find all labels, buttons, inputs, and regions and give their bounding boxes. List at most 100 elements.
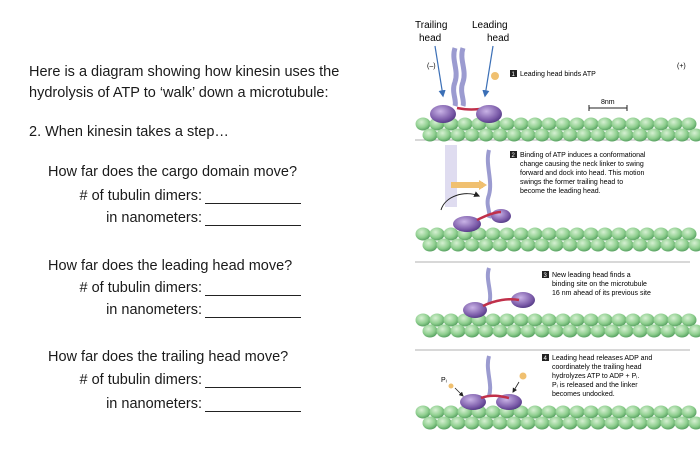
tubulin-subunit xyxy=(444,406,459,419)
pi-label: Pᵢ xyxy=(441,377,447,384)
svg-text:becomes undocked.: becomes undocked. xyxy=(552,391,615,398)
tubulin-subunit xyxy=(451,417,466,430)
kinesin-diagram: Trailing head Leading head (–) (+) 8nm xyxy=(405,0,700,469)
kinesin-panel-2 xyxy=(441,145,511,232)
question-1-nm-blank[interactable] xyxy=(205,225,301,226)
tubulin-subunit xyxy=(675,325,690,338)
tubulin-subunit xyxy=(633,239,648,252)
tubulin-subunit xyxy=(556,118,571,131)
microtubule-panel-4 xyxy=(416,406,700,430)
tubulin-subunit xyxy=(423,417,438,430)
tubulin-subunit xyxy=(605,417,620,430)
tubulin-subunit xyxy=(493,239,508,252)
tubulin-subunit xyxy=(416,314,431,327)
tubulin-subunit xyxy=(500,314,515,327)
tubulin-subunit xyxy=(605,129,620,142)
svg-text:become the leading head.: become the leading head. xyxy=(520,188,601,195)
question-2-nm-blank[interactable] xyxy=(205,317,301,318)
svg-text:New leading head finds a: New leading head finds a xyxy=(552,272,631,279)
svg-text:forward and dock into head. Th: forward and dock into head. This motion xyxy=(520,170,644,177)
tubulin-subunit xyxy=(514,118,529,131)
question-3-dimers-blank[interactable] xyxy=(205,387,301,388)
tubulin-subunit xyxy=(416,118,431,131)
tubulin-subunit xyxy=(542,406,557,419)
tubulin-subunit xyxy=(619,129,634,142)
tubulin-subunit xyxy=(626,118,641,131)
tubulin-subunit xyxy=(689,129,700,142)
tubulin-subunit xyxy=(430,228,445,241)
tubulin-subunit xyxy=(668,228,683,241)
tubulin-subunit xyxy=(556,228,571,241)
question-1-dimers-blank[interactable] xyxy=(205,203,301,204)
tubulin-subunit xyxy=(563,417,578,430)
tubulin-subunit xyxy=(416,228,431,241)
question-2-dimers-blank[interactable] xyxy=(205,295,301,296)
svg-text:swings the former trailing hea: swings the former trailing head to xyxy=(520,179,623,186)
question-1-dimers-label: # of tubulin dimers: xyxy=(32,188,202,204)
tubulin-subunit xyxy=(479,239,494,252)
tubulin-subunit xyxy=(675,129,690,142)
tubulin-subunit xyxy=(640,406,655,419)
microtubule-panel-1 xyxy=(416,118,700,142)
tubulin-subunit xyxy=(654,314,669,327)
tubulin-subunit xyxy=(612,314,627,327)
question-3-nm-blank[interactable] xyxy=(205,411,301,412)
question-heading: 2. When kinesin takes a step… xyxy=(29,124,229,140)
leading-head-label: Leading xyxy=(472,20,508,31)
question-1-prompt: How far does the cargo domain move? xyxy=(48,164,297,180)
tubulin-subunit xyxy=(437,325,452,338)
tubulin-subunit xyxy=(451,325,466,338)
tubulin-subunit xyxy=(619,239,634,252)
tubulin-subunit xyxy=(563,325,578,338)
tubulin-subunit xyxy=(437,239,452,252)
svg-text:binding site on the microtubul: binding site on the microtubule xyxy=(552,281,647,288)
svg-text:Leading head releases ADP and: Leading head releases ADP and xyxy=(552,355,652,362)
tubulin-subunit xyxy=(486,228,501,241)
question-2-dimers-label: # of tubulin dimers: xyxy=(32,280,202,296)
tubulin-subunit xyxy=(647,417,662,430)
tubulin-subunit xyxy=(514,228,529,241)
tubulin-subunit xyxy=(563,129,578,142)
tubulin-subunit xyxy=(668,314,683,327)
tubulin-subunit xyxy=(682,314,697,327)
tubulin-subunit xyxy=(633,417,648,430)
tubulin-subunit xyxy=(528,228,543,241)
tubulin-subunit xyxy=(521,129,536,142)
tubulin-subunit xyxy=(535,129,550,142)
tubulin-subunit xyxy=(535,325,550,338)
leading-head-label-2: head xyxy=(487,33,509,44)
tubulin-subunit xyxy=(612,118,627,131)
svg-text:Pᵢ is released and the linker: Pᵢ is released and the linker xyxy=(552,382,638,389)
svg-text:hydrolyzes ATP to ADP + Pᵢ.: hydrolyzes ATP to ADP + Pᵢ. xyxy=(552,373,639,380)
tubulin-subunit xyxy=(465,417,480,430)
tubulin-subunit xyxy=(647,239,662,252)
tubulin-subunit xyxy=(570,314,585,327)
question-1-nm-label: in nanometers: xyxy=(32,210,202,226)
kinesin-panel-3 xyxy=(463,268,535,318)
step-1-annotation: 1 Leading head binds ATP xyxy=(510,70,596,78)
trailing-head-label: Trailing xyxy=(415,20,447,31)
tubulin-subunit xyxy=(598,228,613,241)
tubulin-subunit xyxy=(591,325,606,338)
tubulin-subunit xyxy=(507,239,522,252)
tubulin-subunit xyxy=(661,325,676,338)
tubulin-subunit xyxy=(528,314,543,327)
tubulin-subunit xyxy=(661,239,676,252)
tubulin-subunit xyxy=(542,314,557,327)
tubulin-subunit xyxy=(577,417,592,430)
tubulin-subunit xyxy=(640,118,655,131)
tubulin-subunit xyxy=(437,129,452,142)
tubulin-subunit xyxy=(570,406,585,419)
tubulin-subunit xyxy=(598,406,613,419)
tubulin-subunit xyxy=(675,417,690,430)
tubulin-subunit xyxy=(640,228,655,241)
tubulin-subunit xyxy=(528,118,543,131)
tubulin-subunit xyxy=(654,228,669,241)
tubulin-subunit xyxy=(430,406,445,419)
tubulin-subunit xyxy=(647,129,662,142)
minus-end-label: (–) xyxy=(427,63,436,70)
question-3-nm-label: in nanometers: xyxy=(32,396,202,412)
step-4-annotation: 4 Leading head releases ADP and coordina… xyxy=(542,354,652,398)
tubulin-subunit xyxy=(626,228,641,241)
tubulin-subunit xyxy=(444,314,459,327)
